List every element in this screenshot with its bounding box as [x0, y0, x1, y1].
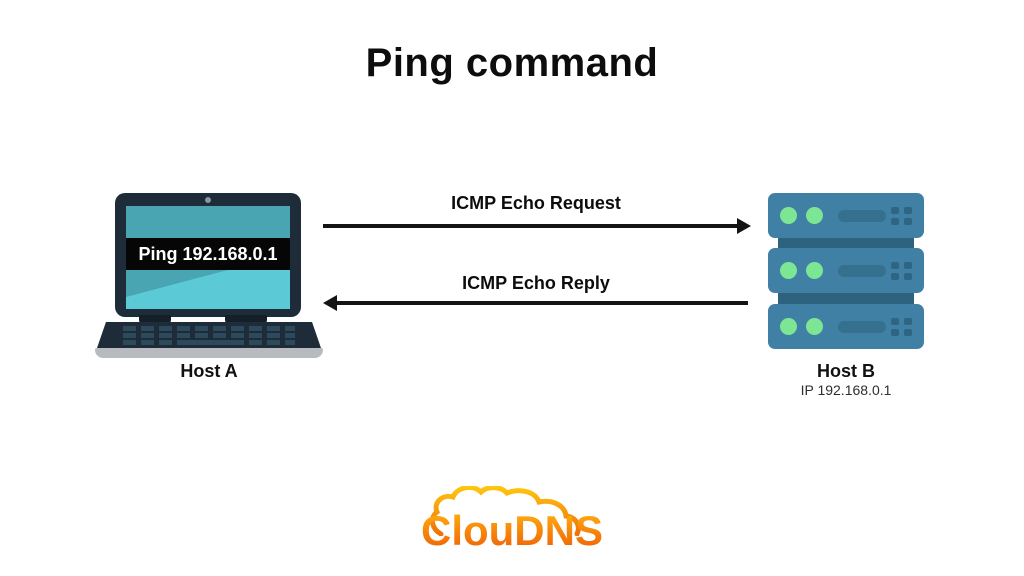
- page-title: Ping command: [365, 41, 659, 85]
- drive-slot-icon: [838, 209, 886, 222]
- cloudns-logo-text: ClouDNS: [412, 510, 612, 552]
- laptop-bezel: Ping 192.168.0.1: [115, 193, 301, 317]
- cloudns-logo: ClouDNS: [412, 486, 612, 562]
- vent-grid-icon: [891, 261, 912, 280]
- server-unit: [768, 193, 924, 238]
- led-icon: [806, 262, 823, 279]
- icmp-reply-label: ICMP Echo Reply: [462, 273, 610, 293]
- icmp-request-label: ICMP Echo Request: [451, 193, 621, 213]
- icmp-request-arrow: [323, 218, 751, 234]
- host-b-ip-label: IP 192.168.0.1: [800, 382, 892, 398]
- host-a-laptop-icon: Ping 192.168.0.1: [95, 193, 323, 358]
- led-icon: [780, 318, 797, 335]
- arrowhead-right-icon: [737, 218, 751, 234]
- vent-grid-icon: [891, 317, 912, 336]
- laptop-hinge-right: [225, 315, 267, 324]
- laptop-camera-icon: [205, 197, 211, 203]
- laptop-keyboard-base: [97, 322, 321, 348]
- host-b-server-icon: [768, 193, 924, 349]
- laptop-screen: Ping 192.168.0.1: [126, 206, 290, 309]
- led-icon: [780, 207, 797, 224]
- laptop-keys: [123, 326, 295, 346]
- ping-command-text: Ping 192.168.0.1: [126, 238, 290, 270]
- drive-slot-icon: [838, 264, 886, 277]
- laptop-spacebar: [180, 340, 238, 345]
- host-a-label: Host A: [180, 361, 238, 381]
- laptop-hinge-left: [139, 315, 171, 324]
- server-unit: [768, 248, 924, 293]
- laptop-base-strip: [95, 348, 323, 358]
- host-b-label: Host B: [817, 361, 875, 381]
- icmp-reply-arrow: [323, 295, 748, 311]
- arrowhead-left-icon: [323, 295, 337, 311]
- led-icon: [806, 207, 823, 224]
- vent-grid-icon: [891, 206, 912, 225]
- led-icon: [780, 262, 797, 279]
- led-icon: [806, 318, 823, 335]
- server-unit: [768, 304, 924, 349]
- drive-slot-icon: [838, 320, 886, 333]
- cloud-outline-icon: [429, 486, 581, 536]
